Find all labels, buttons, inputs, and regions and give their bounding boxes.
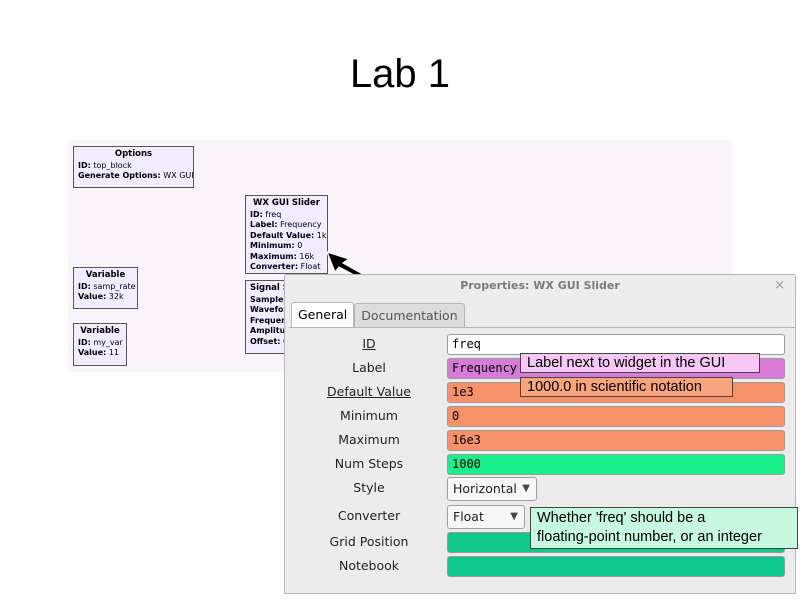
my-var-block-param-value: 11 [108, 348, 119, 357]
param-input[interactable] [447, 556, 785, 577]
tab-documentation[interactable]: Documentation [354, 303, 465, 328]
param-select-value: Horizontal [453, 481, 517, 496]
signal-block-param-line: Wavefo [250, 305, 284, 316]
slider-block-param-key: ID: [250, 209, 263, 219]
signal-block-param-key: Frequen [250, 315, 287, 325]
slider-block-param-key: Maximum: [250, 251, 297, 261]
param-label: Grid Position [329, 534, 409, 549]
samp-rate-block-param-line: Value: 32k [78, 292, 133, 303]
param-row: Num Steps 1000 [289, 454, 795, 476]
slider-block-param-key: Converter: [250, 262, 299, 271]
param-input[interactable]: 1000 [447, 454, 785, 475]
param-input[interactable]: 0 [447, 406, 785, 427]
param-input[interactable]: freq [447, 334, 785, 355]
samp-rate-block-param-line: ID: samp_rate [78, 281, 136, 293]
samp-rate-block-param-key: Value: [78, 292, 107, 301]
slider-block-param-key: Minimum: [250, 241, 295, 250]
signal-block-param-line: Sample [250, 294, 284, 306]
slider-block-param-line: Maximum: 16k [250, 252, 323, 263]
dialog-title: Properties: WX GUI Slider [460, 279, 620, 292]
close-icon[interactable]: × [774, 278, 785, 293]
slider-block-param-value: 0 [297, 241, 303, 250]
options-block-param-value: top_block [93, 160, 132, 170]
param-row: Style Horizontal ▼ [289, 477, 795, 501]
signal-block-param-key: Wavefo [250, 305, 284, 314]
param-label: Default Value [327, 384, 411, 399]
signal-source-block[interactable]: Signal SourceSample Wavefo Frequen Ampli… [245, 280, 287, 354]
options-block-param-line: Generate Options: WX GUI [78, 171, 193, 182]
param-row: Maximum 16e3 [289, 430, 795, 452]
slider-block-param-value: freq [265, 209, 282, 219]
param-select[interactable]: Horizontal ▼ [447, 477, 537, 501]
samp-rate-block-title: Variable [85, 270, 126, 280]
slider-block-param-line: Converter: Float [250, 262, 323, 273]
signal-block-param-key: Offset: [250, 336, 281, 346]
slider-block-param-value: 1k [316, 230, 327, 240]
options-block-param-key: ID: [78, 160, 91, 170]
slider-block-param-value: Frequency [280, 220, 322, 229]
my-var-block-param-key: ID: [78, 337, 91, 347]
slider-block-param-line: Label: Frequency [250, 220, 323, 231]
samp-rate-block-param-value: 32k [108, 292, 124, 301]
callout-label-note: Label next to widget in the GUI [520, 353, 760, 373]
param-select[interactable]: Float ▼ [447, 505, 525, 529]
my-var-block-title: Variable [80, 326, 120, 336]
chevron-down-icon: ▼ [510, 511, 518, 522]
options-block-param-key: Generate Options: [78, 171, 161, 180]
options-block-param-line: ID: top_block [78, 161, 189, 172]
param-row: Minimum 0 [289, 406, 795, 428]
callout-converter-line1: Whether 'freq' should be a [537, 510, 706, 526]
slider-block-param-value: Float [300, 262, 321, 271]
signal-block-param-key: Sample [250, 294, 284, 304]
samp-rate-block-param-value: samp_rate [93, 281, 136, 291]
options-block-param-value: WX GUI [163, 171, 194, 180]
callout-default-note: 1000.0 in scientific notation [520, 377, 733, 397]
param-select-value: Float [453, 509, 484, 524]
callout-converter-note: Whether 'freq' should be a floating-poin… [530, 507, 798, 549]
signal-block-param-line: Frequen [250, 316, 286, 327]
slider-block-param-line: Default Value: 1k [250, 230, 327, 242]
param-row: Converter Float ▼ [289, 505, 795, 529]
dialog-titlebar[interactable]: Properties: WX GUI Slider × [285, 275, 795, 297]
param-label: Label [352, 360, 386, 375]
signal-block-param-line: Offset: 0 [250, 336, 286, 348]
signal-block-param-line: Amplitu [250, 326, 286, 337]
slider-block-param-line: Minimum: 0 [250, 241, 323, 252]
signal-block-param-key: Amplitu [250, 326, 286, 335]
signal-block-title: Signal Source [250, 283, 286, 293]
slider-block-param-key: Default Value: [250, 230, 315, 240]
tab-general[interactable]: General [291, 302, 355, 329]
param-label: Converter [337, 508, 401, 523]
callout-converter-line2: floating-point number, or an integer [537, 529, 762, 545]
chevron-down-icon: ▼ [522, 483, 530, 494]
param-label: Style [353, 480, 385, 495]
param-input[interactable]: 16e3 [447, 430, 785, 451]
my-var-block-param-line: Value: 11 [78, 348, 122, 359]
my-var-block-param-line: ID: my_var [78, 337, 123, 349]
slider-block-param-value: 16k [299, 251, 315, 261]
slider-block-param-line: ID: freq [250, 210, 323, 221]
param-label: Maximum [338, 432, 400, 447]
slide-title: Lab 1 [349, 52, 451, 96]
param-label: Num Steps [334, 456, 404, 471]
my-var-block-param-value: my_var [93, 337, 123, 347]
param-label: Minimum [340, 408, 398, 423]
param-label: Notebook [338, 558, 400, 573]
my-var-block-param-key: Value: [78, 348, 107, 357]
slider-block-title: WX GUI Slider [253, 198, 320, 208]
options-block-title: Options [114, 149, 153, 159]
param-label: ID [362, 336, 376, 351]
slider-block-param-key: Label: [250, 220, 278, 229]
param-row: Notebook [289, 556, 795, 578]
samp-rate-block-param-key: ID: [78, 281, 91, 291]
